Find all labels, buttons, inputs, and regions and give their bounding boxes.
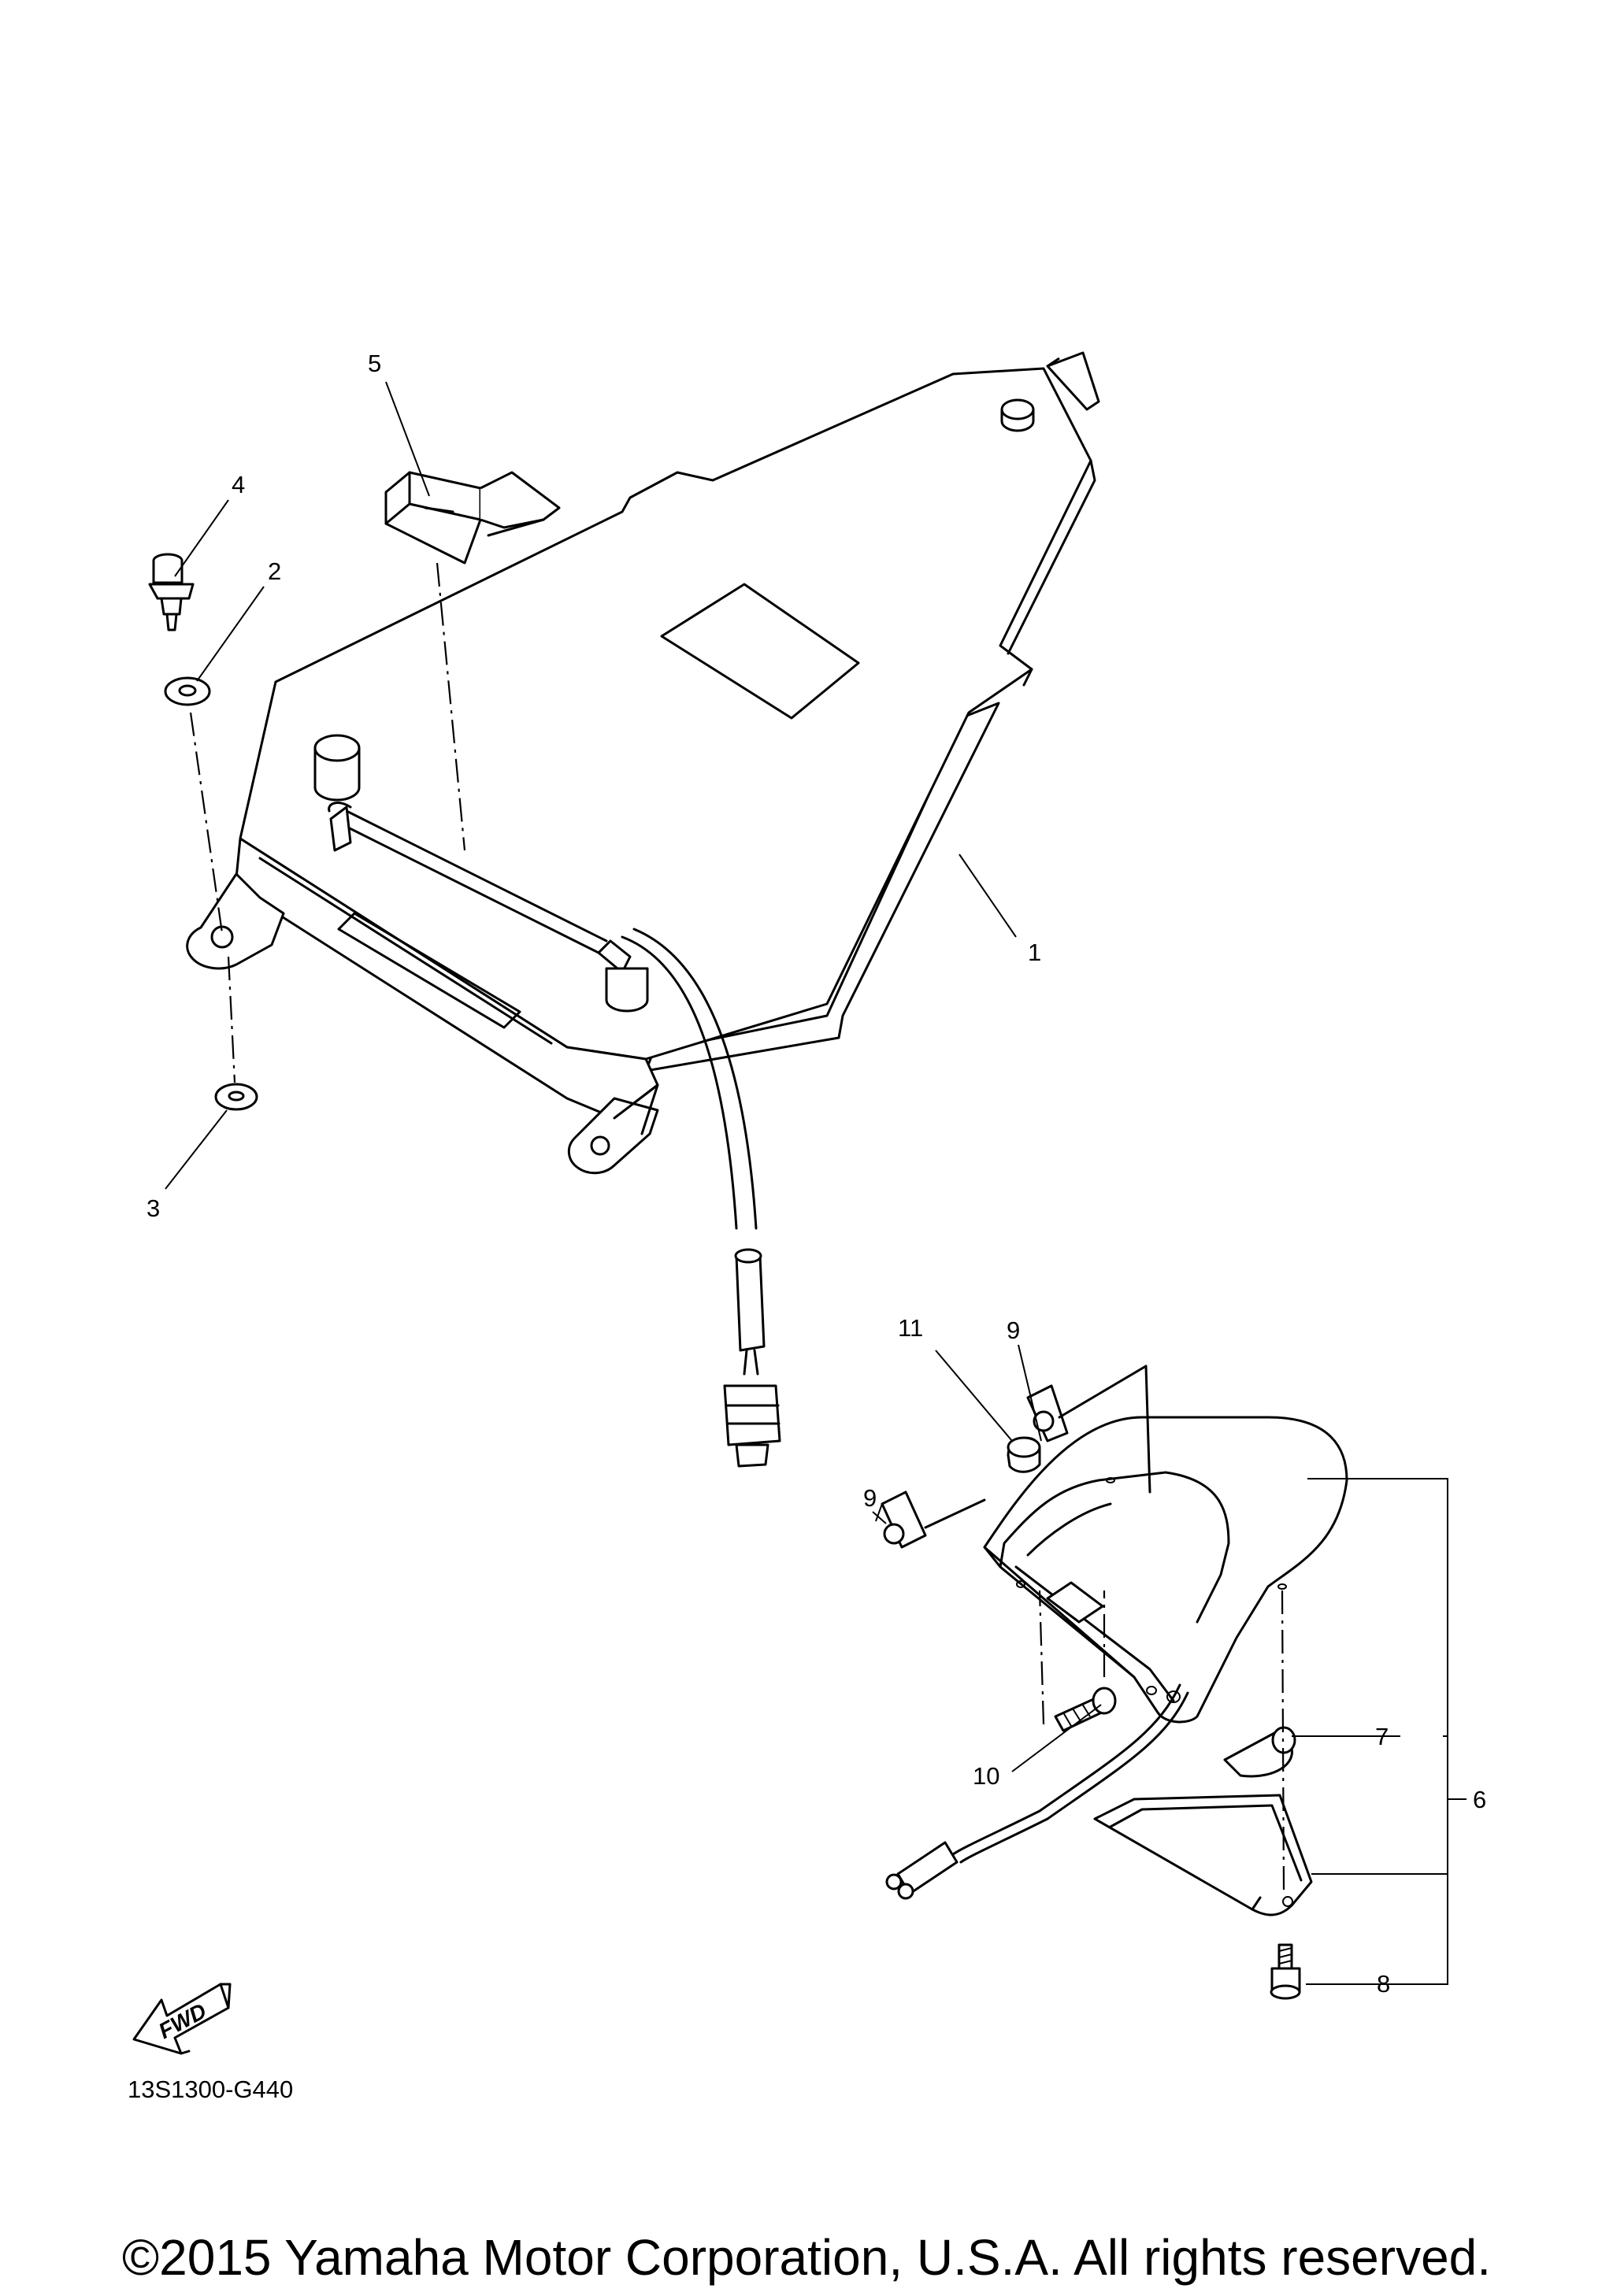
callout-9-lower: 9 (863, 1484, 877, 1512)
callout-9-upper: 9 (1007, 1316, 1020, 1344)
part-8-screw (1270, 1943, 1301, 2000)
callout-10: 10 (973, 1762, 999, 1790)
leader-lines (165, 381, 1467, 1985)
leader-dash-2 (189, 712, 224, 934)
callout-11: 11 (898, 1314, 923, 1342)
callout-2: 2 (268, 557, 281, 585)
tail-light-assembly (885, 1416, 1348, 1900)
part-9-lower-clip (881, 1491, 986, 1549)
callout-3: 3 (146, 1194, 160, 1222)
part-9-upper-clip (1026, 1365, 1151, 1494)
harness-cable (621, 928, 781, 1468)
part-3-grommet (214, 1083, 258, 1111)
callout-4: 4 (232, 471, 245, 498)
callout-7: 7 (1375, 1723, 1389, 1750)
callout-1: 1 (1028, 939, 1041, 966)
copyright-notice: ©2015 Yamaha Motor Corporation, U.S.A. A… (121, 2229, 1492, 2286)
part-11-cap (1007, 1436, 1041, 1473)
fwd-arrow-icon: FWD (132, 1983, 232, 2055)
part-7-bulb (1223, 1726, 1296, 1778)
callout-5: 5 (368, 350, 381, 377)
diagram-code: 13S1300-G440 (128, 2076, 293, 2103)
callout-8: 8 (1377, 1970, 1390, 1998)
part-1-tray (186, 351, 1100, 1175)
leader-dash-3 (227, 956, 236, 1083)
callout-labels: 1 2 3 4 5 6 7 8 9 9 10 11 (146, 350, 1486, 1998)
part-5-clip (384, 471, 561, 851)
part-2-grommet (164, 676, 211, 706)
callout-6: 6 (1473, 1786, 1486, 1813)
part-4-pin (148, 553, 195, 631)
lens-cover-plate (1093, 1590, 1313, 1916)
